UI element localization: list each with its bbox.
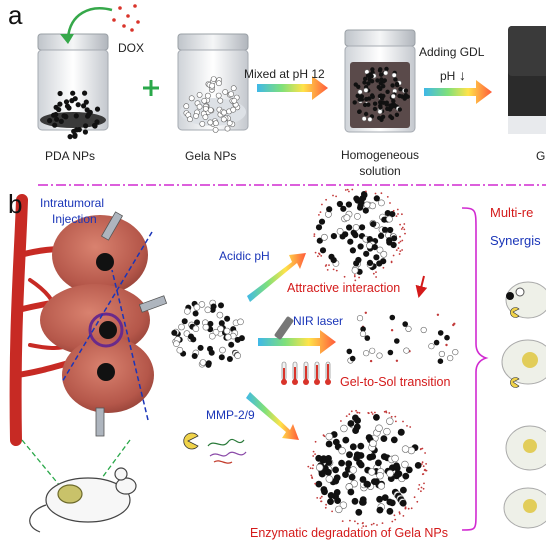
adding-gdl-label: Adding GDL xyxy=(419,45,485,59)
jar-pda xyxy=(37,33,109,131)
ph-down-icon: ↓ xyxy=(459,67,466,83)
dox-dots xyxy=(112,4,140,32)
cut-line-1 xyxy=(61,231,153,383)
homogeneous-particles xyxy=(352,66,410,123)
cut-line-2 xyxy=(111,269,149,421)
mouse-line-2 xyxy=(95,439,131,487)
mouse-illustration xyxy=(29,467,137,533)
gel-to-sol-label: Gel-to-Sol transition xyxy=(340,375,451,389)
multi-label: Multi-re xyxy=(490,205,534,220)
attractive-interaction-label: Attractive interaction xyxy=(287,281,401,295)
gela-particles xyxy=(183,76,241,133)
cell-column xyxy=(501,281,546,529)
mix-arrow xyxy=(257,76,328,100)
gdl-arrow xyxy=(424,80,492,104)
dispersed-particles xyxy=(346,311,459,365)
synergis-label: Synergis xyxy=(490,233,541,248)
acidic-arrow xyxy=(247,253,306,302)
nir-arrow xyxy=(258,330,336,354)
plus-icon xyxy=(143,80,159,96)
mixed-label: Mixed at pH 12 xyxy=(244,67,325,81)
pda-particles xyxy=(47,90,101,140)
mmp-label: MMP-2/9 xyxy=(206,408,255,422)
acidic-ph-label: Acidic pH xyxy=(219,249,270,263)
enzyme-pacman-icon xyxy=(183,432,199,450)
laser-icon xyxy=(274,316,294,340)
panel-b-letter: b xyxy=(8,189,23,219)
dox-load-arrowhead xyxy=(60,34,74,44)
pda-label: PDA NPs xyxy=(45,149,96,163)
degraded-cluster xyxy=(307,409,428,528)
syringe-icon xyxy=(95,211,168,437)
mmp-arrow xyxy=(246,392,299,440)
ph-label: pH xyxy=(440,69,456,83)
intratumoral-label: Intratumoral xyxy=(40,196,105,210)
homogeneous-label: Homogeneous xyxy=(340,148,420,162)
acidic-cluster xyxy=(313,188,406,282)
attractive-arrow xyxy=(415,275,428,298)
gel-label-cut: G xyxy=(536,149,546,163)
solution-label: solution xyxy=(359,164,401,178)
tumor-mass xyxy=(40,215,154,413)
enzymatic-degradation-label: Enzymatic degradation of Gela NPs xyxy=(250,526,449,540)
injection-label: Injection xyxy=(52,212,97,226)
gela-label: Gela NPs xyxy=(185,149,237,163)
nanogel-cluster xyxy=(171,299,245,368)
dox-label: DOX xyxy=(118,41,145,55)
right-bracket xyxy=(461,207,489,531)
panel-a-letter: a xyxy=(8,0,23,30)
thermometer-icons xyxy=(281,361,331,385)
mouse-line-1 xyxy=(21,439,61,487)
jar-gel xyxy=(508,26,546,134)
nir-laser-label: NIR laser xyxy=(293,314,344,328)
enzyme-protein-icon xyxy=(207,438,247,464)
dox-load-arrow xyxy=(66,7,113,39)
